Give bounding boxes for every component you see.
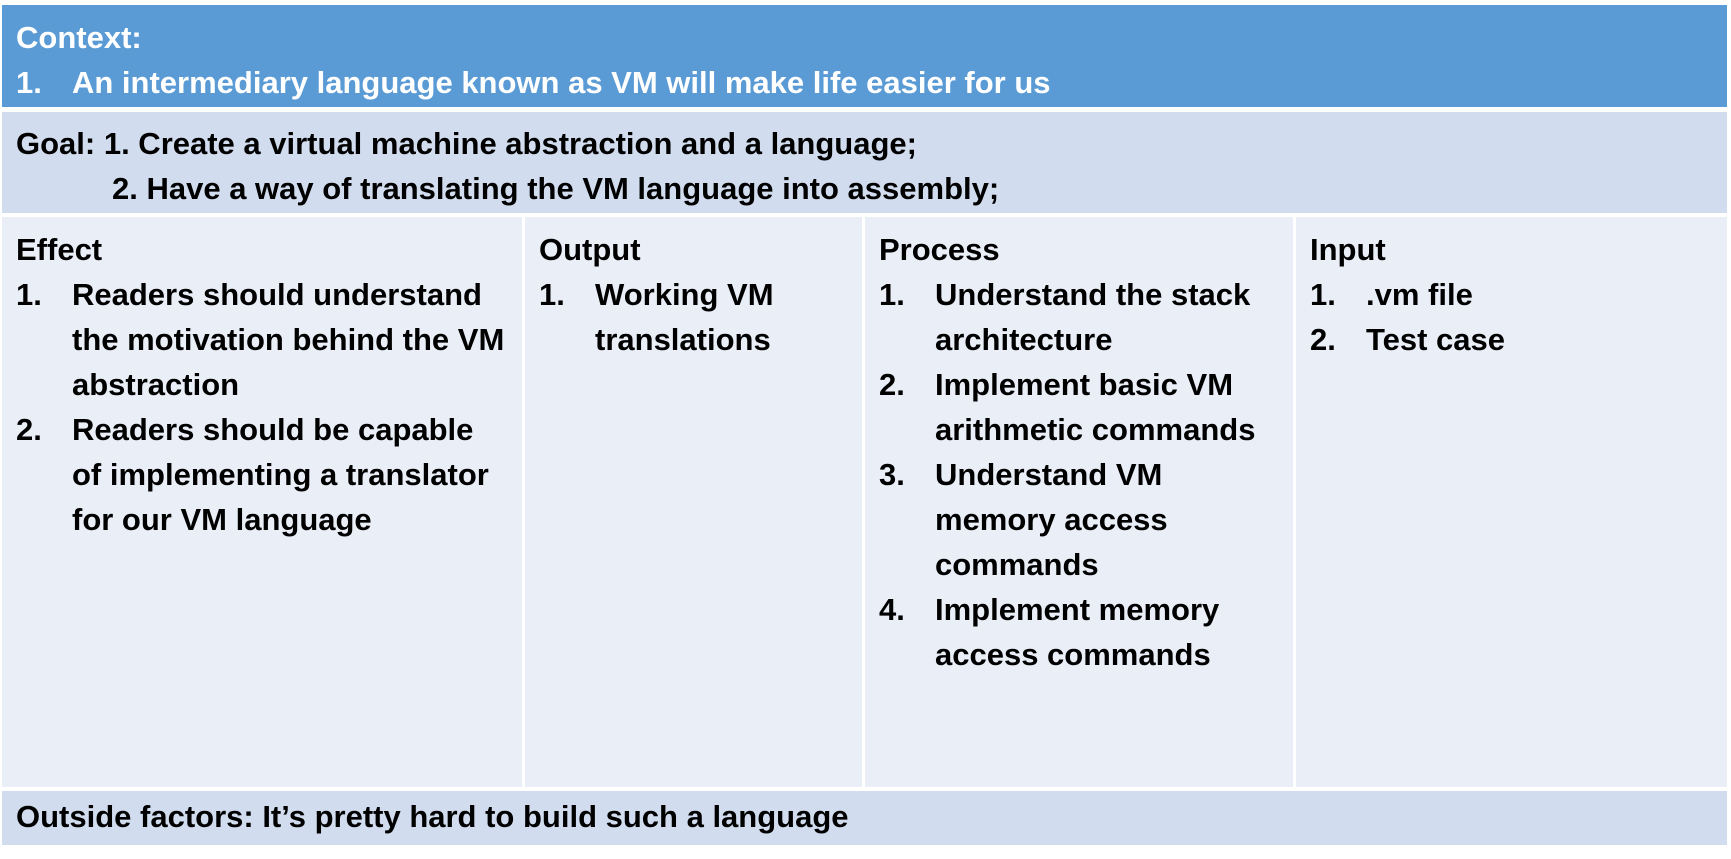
list-item: 2. Readers should be capable of implemen… [16, 407, 508, 542]
list-item: 1. Working VM translations [539, 272, 848, 362]
list-item: 4. Implement memory access commands [879, 587, 1279, 677]
context-label: Context: [16, 20, 142, 55]
list-item-number: 3. [879, 457, 905, 492]
output-title: Output [539, 232, 641, 267]
outside-factors-text: Outside factors: It’s pretty hard to bui… [16, 799, 849, 834]
list-item-text: Implement basic VM arithmetic commands [935, 367, 1256, 447]
effect-list: 1. Readers should understand the motivat… [16, 272, 508, 542]
list-item: 2. Implement basic VM arithmetic command… [879, 362, 1279, 452]
columns-section: Effect 1. Readers should understand the … [2, 217, 1727, 787]
effect-title: Effect [16, 232, 103, 267]
process-title: Process [879, 232, 1000, 267]
list-item-number: 1. [16, 277, 42, 312]
slide-table: Context: 1. An intermediary language kno… [2, 5, 1727, 845]
process-column: Process 1. Understand the stack architec… [865, 217, 1293, 787]
context-item-text: An intermediary language known as VM wil… [72, 65, 1051, 100]
context-section: Context: 1. An intermediary language kno… [2, 5, 1727, 107]
list-item-number: 1. [879, 277, 905, 312]
goal-line-1: Goal: 1. Create a virtual machine abstra… [16, 126, 917, 161]
output-list: 1. Working VM translations [539, 272, 848, 362]
effect-column: Effect 1. Readers should understand the … [2, 217, 522, 787]
list-item-number: 1. [1310, 277, 1336, 312]
list-item-text: Test case [1366, 322, 1506, 357]
list-item: 1. Understand the stack architecture [879, 272, 1279, 362]
goal-section: Goal: 1. Create a virtual machine abstra… [2, 112, 1727, 213]
list-item-number: 1. [539, 277, 565, 312]
input-list: 1. .vm file 2. Test case [1310, 272, 1713, 362]
goal-line-2: 2. Have a way of translating the VM lang… [112, 171, 1000, 206]
list-item-text: Readers should be capable of implementin… [72, 412, 489, 537]
list-item-number: 4. [879, 592, 905, 627]
list-item-text: Implement memory access commands [935, 592, 1220, 672]
list-item: 2. Test case [1310, 317, 1713, 362]
output-column: Output 1. Working VM translations [525, 217, 862, 787]
list-item: 3. Understand VM memory access commands [879, 452, 1279, 587]
process-list: 1. Understand the stack architecture 2. … [879, 272, 1279, 677]
list-item-text: Understand VM memory access commands [935, 457, 1168, 582]
list-item: 1. .vm file [1310, 272, 1713, 317]
list-item-text: Readers should understand the motivation… [72, 277, 505, 402]
list-item-text: Understand the stack architecture [935, 277, 1251, 357]
context-item-number: 1. [16, 65, 42, 100]
input-column: Input 1. .vm file 2. Test case [1296, 217, 1727, 787]
context-item: 1. An intermediary language known as VM … [16, 60, 1713, 105]
outside-factors-section: Outside factors: It’s pretty hard to bui… [2, 791, 1727, 845]
list-item-number: 2. [1310, 322, 1336, 357]
list-item-number: 2. [879, 367, 905, 402]
list-item: 1. Readers should understand the motivat… [16, 272, 508, 407]
list-item-text: .vm file [1366, 277, 1473, 312]
list-item-text: Working VM translations [595, 277, 774, 357]
list-item-number: 2. [16, 412, 42, 447]
input-title: Input [1310, 232, 1386, 267]
